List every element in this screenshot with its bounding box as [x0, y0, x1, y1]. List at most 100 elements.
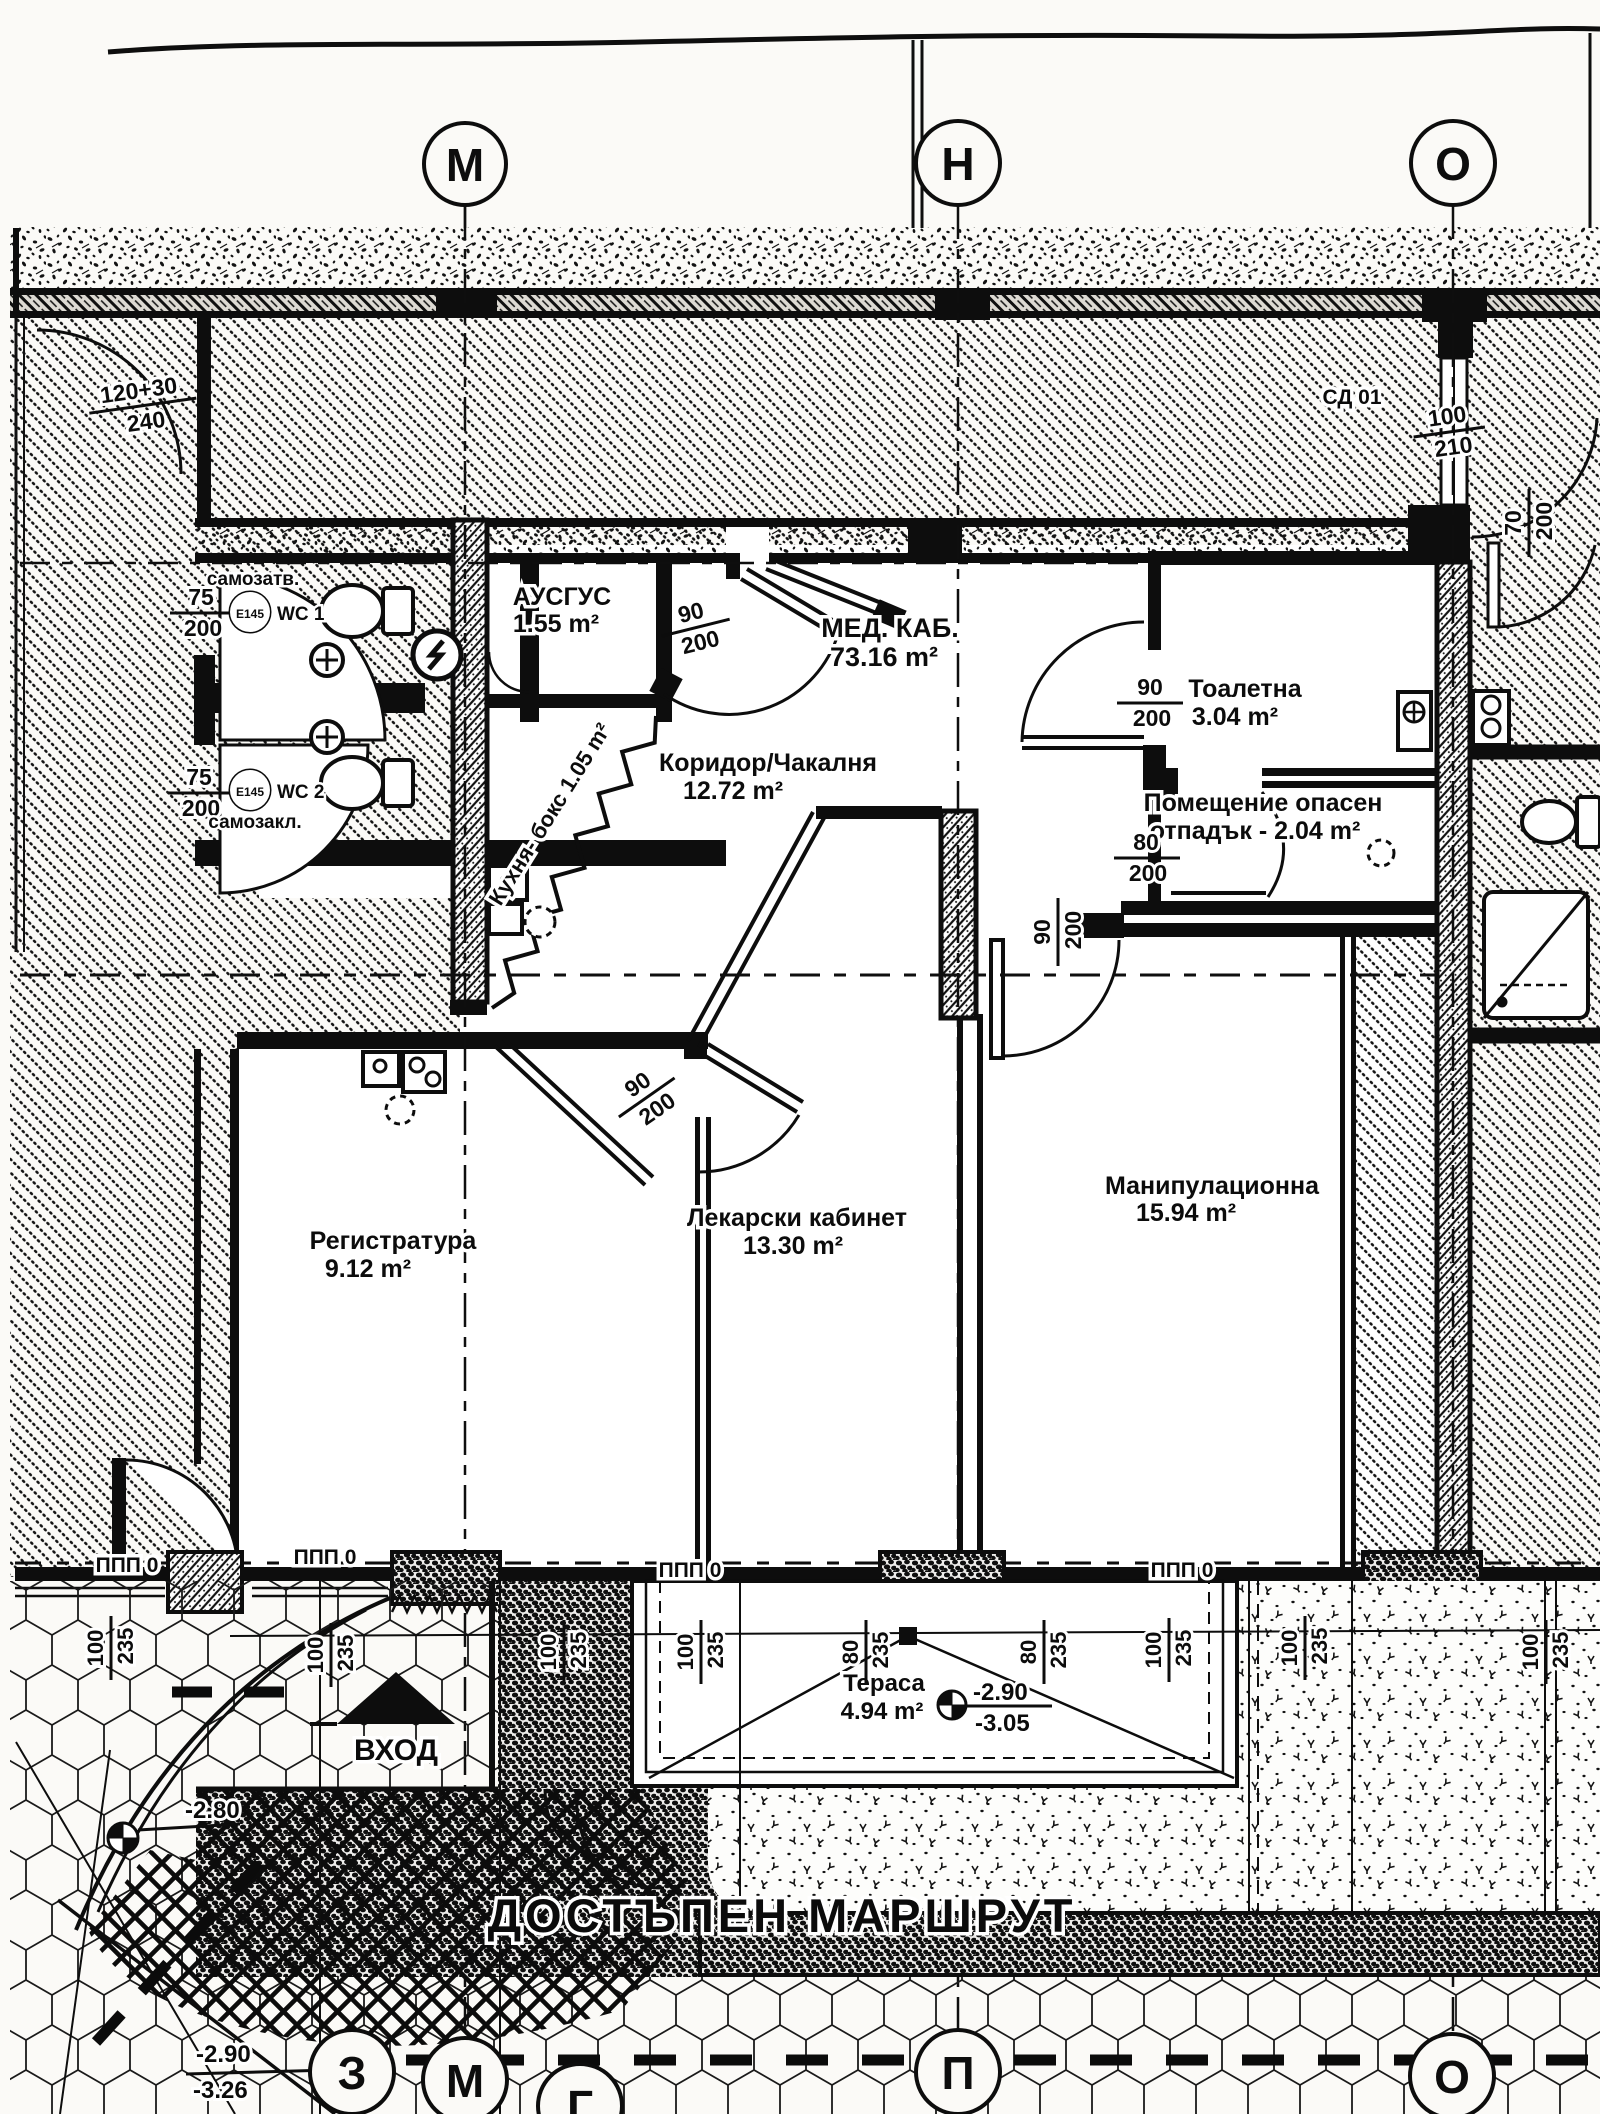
room-area: 9.12 m² — [325, 1255, 411, 1283]
svg-text:200: 200 — [182, 795, 220, 821]
hatch-strip-right — [1356, 937, 1437, 1576]
axis-label: Г — [567, 2081, 593, 2114]
axis-bottom-z: З — [308, 2028, 396, 2116]
svg-text:235: 235 — [113, 1628, 138, 1665]
terrace-level — [936, 1689, 1052, 1721]
axis-bottom-g: Г — [536, 2062, 624, 2119]
axis-label: Н — [941, 138, 974, 190]
wc2-toilet — [319, 755, 415, 811]
ppp-label: ППП 0 — [1151, 1559, 1214, 1582]
top-exterior-wall — [10, 228, 1600, 322]
svg-text:235: 235 — [566, 1632, 591, 1669]
svg-text:200: 200 — [1133, 705, 1171, 731]
axis-circles: М Н О З М Г П О — [308, 119, 1497, 2119]
svg-text:самозатв.: самозатв. — [207, 569, 300, 590]
route-label: ДОСТЪПЕН МАРШРУТ — [488, 1889, 1077, 1942]
terrace — [229, 1579, 1600, 1788]
axis-lines — [15, 205, 1600, 2040]
room-area: отпадък - 2.04 m² — [1150, 817, 1361, 845]
svg-text:235: 235 — [1046, 1632, 1071, 1669]
svg-text:80: 80 — [1016, 1640, 1041, 1664]
room-area: 15.94 m² — [1136, 1199, 1236, 1227]
room-area: 13.30 m² — [743, 1232, 843, 1260]
svg-text:-3.26: -3.26 — [193, 2077, 248, 2104]
svg-text:235: 235 — [868, 1632, 893, 1669]
svg-text:80: 80 — [838, 1640, 863, 1664]
svg-text:100: 100 — [83, 1630, 108, 1667]
axis-label: П — [941, 2047, 974, 2099]
svg-text:200: 200 — [1129, 860, 1167, 886]
room-area: 73.16 m² — [830, 642, 938, 672]
garden-pat — [632, 1581, 1600, 1913]
room-area: 12.72 m² — [683, 777, 783, 805]
svg-text:235: 235 — [1548, 1632, 1573, 1669]
top-wavy-line — [107, 26, 1600, 55]
ppp-label: ППП 0 — [294, 1546, 357, 1569]
entry-level — [106, 1821, 241, 1855]
svg-text:235: 235 — [703, 1632, 728, 1669]
room-name: Манипулационна — [1105, 1172, 1320, 1200]
room-name: Тоалетна — [1188, 675, 1302, 703]
room-area: 1.55 m² — [513, 610, 599, 638]
entry-door — [663, 567, 846, 716]
ppp-label: ППП 0 — [659, 1559, 722, 1582]
axis-label: О — [1435, 138, 1471, 190]
svg-text:70: 70 — [1500, 510, 1526, 536]
axis-label: М — [446, 139, 484, 191]
axis-label: З — [338, 2047, 367, 2099]
neighbour-fixtures — [1396, 689, 1600, 1044]
misc-marks — [487, 651, 1396, 868]
svg-text:90: 90 — [1137, 674, 1163, 700]
svg-text:Е145: Е145 — [236, 785, 264, 799]
room-name: АУСГУС — [513, 583, 612, 611]
entrance-label: ВХОД — [354, 1734, 438, 1767]
left-edge-lines — [14, 318, 25, 952]
svg-text:75: 75 — [186, 764, 212, 790]
axis-label: О — [1434, 2051, 1470, 2103]
svg-text:210: 210 — [1433, 431, 1475, 462]
room-area: 4.94 m² — [841, 1698, 924, 1725]
survey-lines — [319, 1581, 1557, 2114]
wc-labels: самозатв. Е145 WC 1 Е145 WC 2 самозакл. — [204, 567, 327, 836]
svg-text:самозакл.: самозакл. — [208, 812, 301, 833]
axis-top-o: О — [1409, 119, 1497, 207]
svg-text:WC 2: WC 2 — [277, 782, 325, 803]
wc-fan — [410, 628, 464, 682]
axis-top-m: М — [422, 121, 508, 228]
top-wall-core — [195, 527, 1437, 553]
svg-text:235: 235 — [1307, 1628, 1332, 1665]
svg-text:235: 235 — [333, 1635, 358, 1672]
axis-label: М — [446, 2055, 484, 2107]
svg-text:100: 100 — [303, 1637, 328, 1674]
retaining-band — [698, 1911, 1600, 1977]
kitchen-counter — [487, 864, 557, 939]
svg-text:-3.05: -3.05 — [975, 1710, 1030, 1737]
svg-text:-2.90: -2.90 — [196, 2041, 251, 2068]
svg-text:100: 100 — [1518, 1634, 1543, 1671]
doors — [36, 328, 1599, 1573]
room-labels: АУСГУС 1.55 m² МЕД. КАБ. 73.16 m² Коридо… — [306, 580, 1386, 1729]
room-name: Коридор/Чакалня — [659, 749, 877, 777]
svg-text:100: 100 — [673, 1634, 698, 1671]
svg-text:100: 100 — [1277, 1630, 1302, 1667]
level-labels: -2.90 -3.05 -2.80 -2.90 -3.26 — [182, 1676, 1033, 2107]
room-name: Помещение опасен — [1144, 789, 1383, 817]
room-name: Лекарски кабинет — [687, 1204, 907, 1232]
axis-bottom-m: М — [421, 2036, 509, 2119]
svg-text:75: 75 — [188, 584, 214, 610]
svg-text:80: 80 — [1133, 829, 1159, 855]
axis-bottom-o: О — [1408, 2032, 1496, 2119]
